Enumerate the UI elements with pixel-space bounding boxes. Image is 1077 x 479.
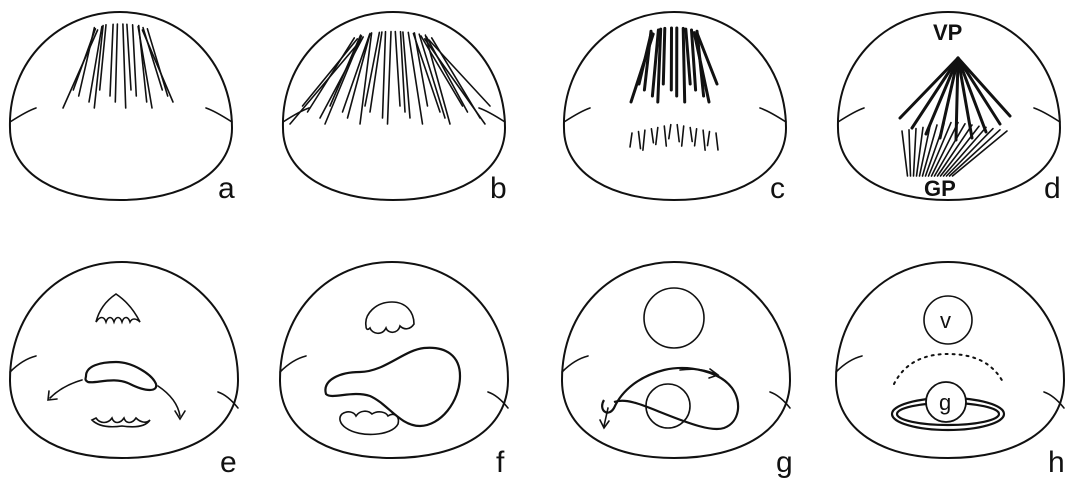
fiber-stroke	[708, 132, 710, 146]
fiber-stroke	[643, 130, 645, 150]
spindle-fiber-lower	[953, 131, 1008, 176]
spindle-fiber-lower	[917, 127, 924, 176]
germ-pole-label: GP	[924, 176, 956, 201]
equator-line	[206, 108, 232, 122]
vegetal-fiber-cluster	[630, 125, 718, 151]
panel-c: c	[564, 12, 786, 205]
panel-label: a	[218, 172, 235, 205]
vegetal-pole-label: VP	[933, 20, 962, 45]
panel-e: e	[10, 262, 238, 479]
panel-f: f	[280, 262, 508, 479]
upper-circle	[644, 288, 704, 348]
equator-line	[760, 108, 786, 122]
embryo-outline	[10, 262, 238, 458]
fiber-stroke	[639, 132, 641, 149]
arrow-right	[158, 386, 180, 416]
fiber-stroke	[115, 24, 117, 102]
panel-label: d	[1044, 172, 1061, 205]
fiber-stroke	[408, 32, 422, 124]
fiber-stroke	[388, 32, 392, 124]
fiber-stroke	[656, 128, 658, 145]
equator-line	[283, 108, 309, 122]
equator-line	[1034, 108, 1060, 122]
fiber-stroke	[133, 25, 137, 96]
fiber-stroke	[147, 29, 167, 96]
fiber-stroke	[703, 130, 705, 150]
fiber-stroke	[383, 32, 386, 118]
fiber-stroke	[127, 24, 131, 90]
spindle-fiber	[900, 58, 958, 118]
fiber-stroke	[630, 133, 632, 147]
panel-a: a	[10, 12, 235, 205]
panel-label: b	[490, 172, 507, 205]
panel-label: e	[220, 446, 237, 479]
lower-lobed-structure	[92, 418, 150, 427]
panel-label: f	[496, 446, 505, 479]
panel-label: g	[776, 446, 793, 479]
cleavage-furrow	[602, 368, 738, 429]
embryo-outline	[10, 12, 232, 200]
fiber-stroke	[664, 126, 666, 146]
microtubule-fibers	[290, 32, 490, 124]
fiber-stroke	[395, 32, 400, 106]
equator-line	[838, 108, 864, 122]
spindle-fiber-lower	[914, 129, 917, 176]
embryo-outline	[564, 12, 786, 200]
equator-line	[10, 108, 36, 122]
upper-lobed-structure	[96, 294, 140, 322]
equator-line	[280, 356, 306, 372]
spindle-fiber-lower	[909, 130, 911, 176]
fiber-stroke	[716, 133, 718, 150]
panel-g: g	[562, 262, 793, 479]
panel-h: v g h	[836, 262, 1065, 479]
spindle-fibers-lower	[902, 123, 1007, 176]
fiber-stroke	[651, 129, 653, 143]
fiber-stroke	[123, 24, 126, 108]
microtubule-fibers	[63, 24, 173, 108]
equator-line	[564, 108, 590, 122]
panel-d: VP GP d	[838, 12, 1061, 205]
fiber-stroke	[686, 29, 690, 84]
lower-circle-label: g	[939, 390, 951, 415]
fiber-stroke	[308, 38, 355, 112]
fiber-stroke	[682, 126, 684, 146]
fiber-stroke	[110, 24, 113, 96]
spindle-fiber-lower	[902, 131, 908, 176]
fiber-stroke	[290, 40, 361, 124]
fiber-stroke	[695, 129, 697, 146]
equator-line	[836, 356, 862, 372]
equator-line	[10, 356, 36, 372]
embryo-outline	[836, 262, 1064, 458]
upper-lobed-structure	[366, 302, 414, 333]
fiber-stroke	[142, 30, 173, 102]
fiber-stroke	[669, 125, 671, 139]
fiber-stroke	[663, 28, 665, 84]
microtubule-fibers	[631, 28, 717, 102]
equator-line	[562, 356, 588, 372]
fiber-stroke	[690, 128, 692, 142]
panel-label: c	[770, 172, 785, 205]
panel-label: h	[1048, 446, 1065, 479]
dotted-arc	[894, 354, 1004, 384]
lower-lobed-structure	[340, 411, 398, 434]
embryo-outline	[562, 262, 790, 458]
fiber-stroke	[677, 125, 679, 142]
fiber-stroke	[683, 28, 685, 102]
upper-circle-label: v	[940, 308, 951, 333]
arrow-left	[50, 380, 82, 398]
panel-b: b	[283, 12, 507, 205]
